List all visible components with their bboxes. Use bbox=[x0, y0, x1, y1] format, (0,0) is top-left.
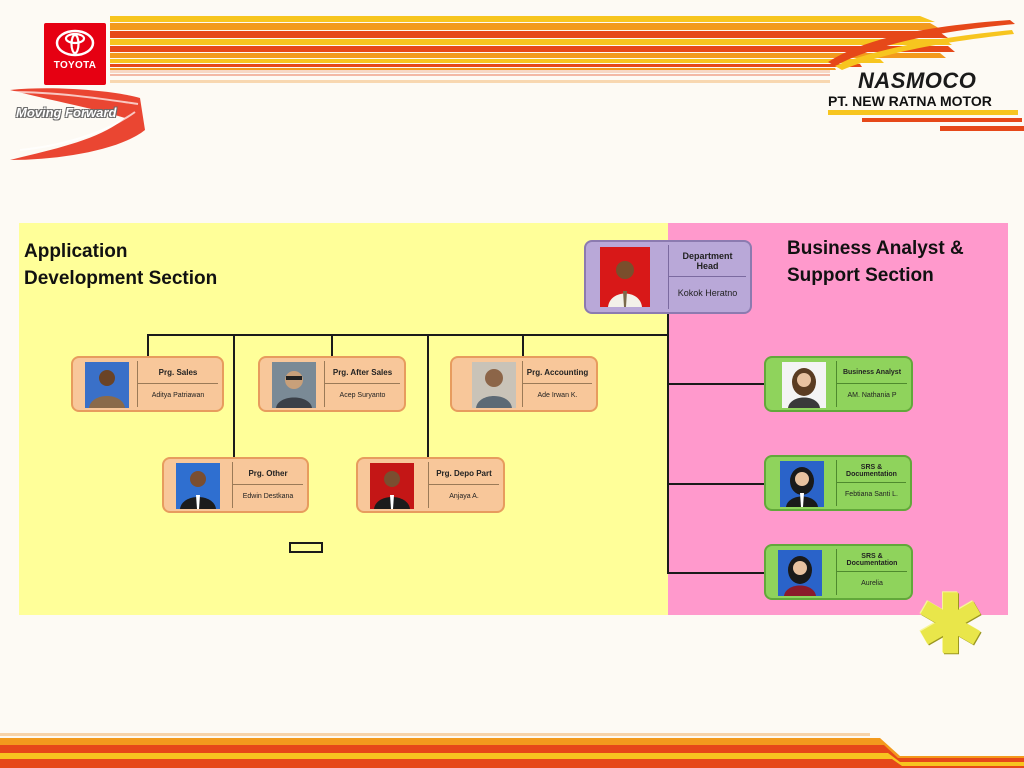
org-box-info: Prg. Sales Aditya Patriawan bbox=[137, 361, 218, 407]
avatar bbox=[85, 362, 129, 408]
org-box-info: SRS & Documentation Febtiana Santi L. bbox=[836, 460, 906, 506]
role-label: Prg. Sales bbox=[138, 361, 218, 384]
title-line: Business Analyst & bbox=[787, 238, 964, 259]
connector bbox=[147, 334, 149, 356]
toyota-emblem-icon bbox=[55, 29, 95, 57]
header-stripes bbox=[0, 10, 1024, 160]
avatar bbox=[780, 461, 824, 507]
person-name: Anjaya A. bbox=[449, 493, 479, 500]
connector bbox=[427, 334, 429, 457]
asterisk-icon: ✱ bbox=[917, 580, 985, 669]
application-development-panel bbox=[19, 223, 668, 615]
org-box-srs-documentation: SRS & Documentation Aurelia bbox=[764, 544, 913, 600]
avatar bbox=[370, 463, 414, 509]
connector bbox=[667, 313, 669, 574]
placeholder-rectangle bbox=[289, 542, 323, 553]
avatar bbox=[176, 463, 220, 509]
person-name: Aditya Patriawan bbox=[151, 392, 205, 399]
connector bbox=[233, 334, 235, 457]
toyota-logo: TOYOTA bbox=[44, 23, 106, 85]
role-label: Department Head bbox=[669, 245, 746, 277]
person-name: Acep Suryanto bbox=[339, 392, 386, 399]
org-box-info: Prg. Depo Part Anjaya A. bbox=[428, 462, 499, 508]
role-label: SRS & Documentation bbox=[837, 549, 907, 572]
org-box-srs-documentation: SRS & Documentation Febtiana Santi L. bbox=[764, 455, 912, 511]
role-label: Prg. Other bbox=[233, 462, 303, 485]
application-development-title: Application Development Section bbox=[24, 238, 284, 292]
org-box-info: Department Head Kokok Heratno bbox=[668, 245, 746, 309]
business-analyst-title: Business Analyst & Support Section bbox=[787, 235, 1017, 289]
org-box-info: Prg. After Sales Acep Suryanto bbox=[324, 361, 400, 407]
connector bbox=[331, 334, 333, 356]
toyota-wordmark: TOYOTA bbox=[53, 60, 97, 71]
role-label: Prg. Depo Part bbox=[429, 462, 499, 485]
connector bbox=[668, 572, 765, 574]
role-label: Prg. After Sales bbox=[325, 361, 400, 384]
org-box-prg-after-sales: Prg. After Sales Acep Suryanto bbox=[258, 356, 406, 412]
role-label: Business Analyst bbox=[837, 361, 907, 384]
avatar bbox=[272, 362, 316, 408]
org-box-prg-other: Prg. Other Edwin Destkana bbox=[162, 457, 309, 513]
org-box-info: Business Analyst AM. Nathania P bbox=[836, 361, 907, 407]
org-box-department-head: Department Head Kokok Heratno bbox=[584, 240, 752, 314]
org-box-prg-accounting: Prg. Accounting Ade Irwan K. bbox=[450, 356, 598, 412]
title-line: Application bbox=[24, 241, 128, 262]
org-box-info: Prg. Other Edwin Destkana bbox=[232, 462, 303, 508]
title-line: Support Section bbox=[787, 265, 934, 286]
person-name: AM. Nathania P bbox=[847, 392, 897, 399]
footer-stripes bbox=[0, 733, 1024, 768]
org-box-business-analyst: Business Analyst AM. Nathania P bbox=[764, 356, 913, 412]
avatar bbox=[782, 362, 826, 408]
person-name: Edwin Destkana bbox=[242, 493, 294, 500]
avatar bbox=[600, 247, 650, 307]
org-box-prg-sales: Prg. Sales Aditya Patriawan bbox=[71, 356, 224, 412]
slogan: Moving Forward bbox=[16, 105, 117, 120]
person-name: Ade Irwan K. bbox=[537, 392, 578, 399]
org-box-prg-depo-part: Prg. Depo Part Anjaya A. bbox=[356, 457, 505, 513]
connector bbox=[147, 334, 668, 336]
org-box-info: Prg. Accounting Ade Irwan K. bbox=[522, 361, 592, 407]
connector bbox=[668, 483, 765, 485]
role-label: Prg. Accounting bbox=[523, 361, 592, 384]
person-name: Febtiana Santi L. bbox=[845, 491, 898, 498]
connector bbox=[668, 383, 765, 385]
avatar bbox=[472, 362, 516, 408]
person-name: Aurelia bbox=[861, 580, 883, 587]
org-box-info: SRS & Documentation Aurelia bbox=[836, 549, 907, 595]
avatar bbox=[778, 550, 822, 596]
connector bbox=[522, 334, 524, 356]
nasmoco-logo: NASMOCO bbox=[858, 68, 977, 93]
role-label: SRS & Documentation bbox=[837, 460, 906, 483]
company-name: PT. NEW RATNA MOTOR bbox=[828, 93, 992, 109]
person-name: Kokok Heratno bbox=[677, 288, 738, 298]
title-line: Development Section bbox=[24, 268, 218, 289]
